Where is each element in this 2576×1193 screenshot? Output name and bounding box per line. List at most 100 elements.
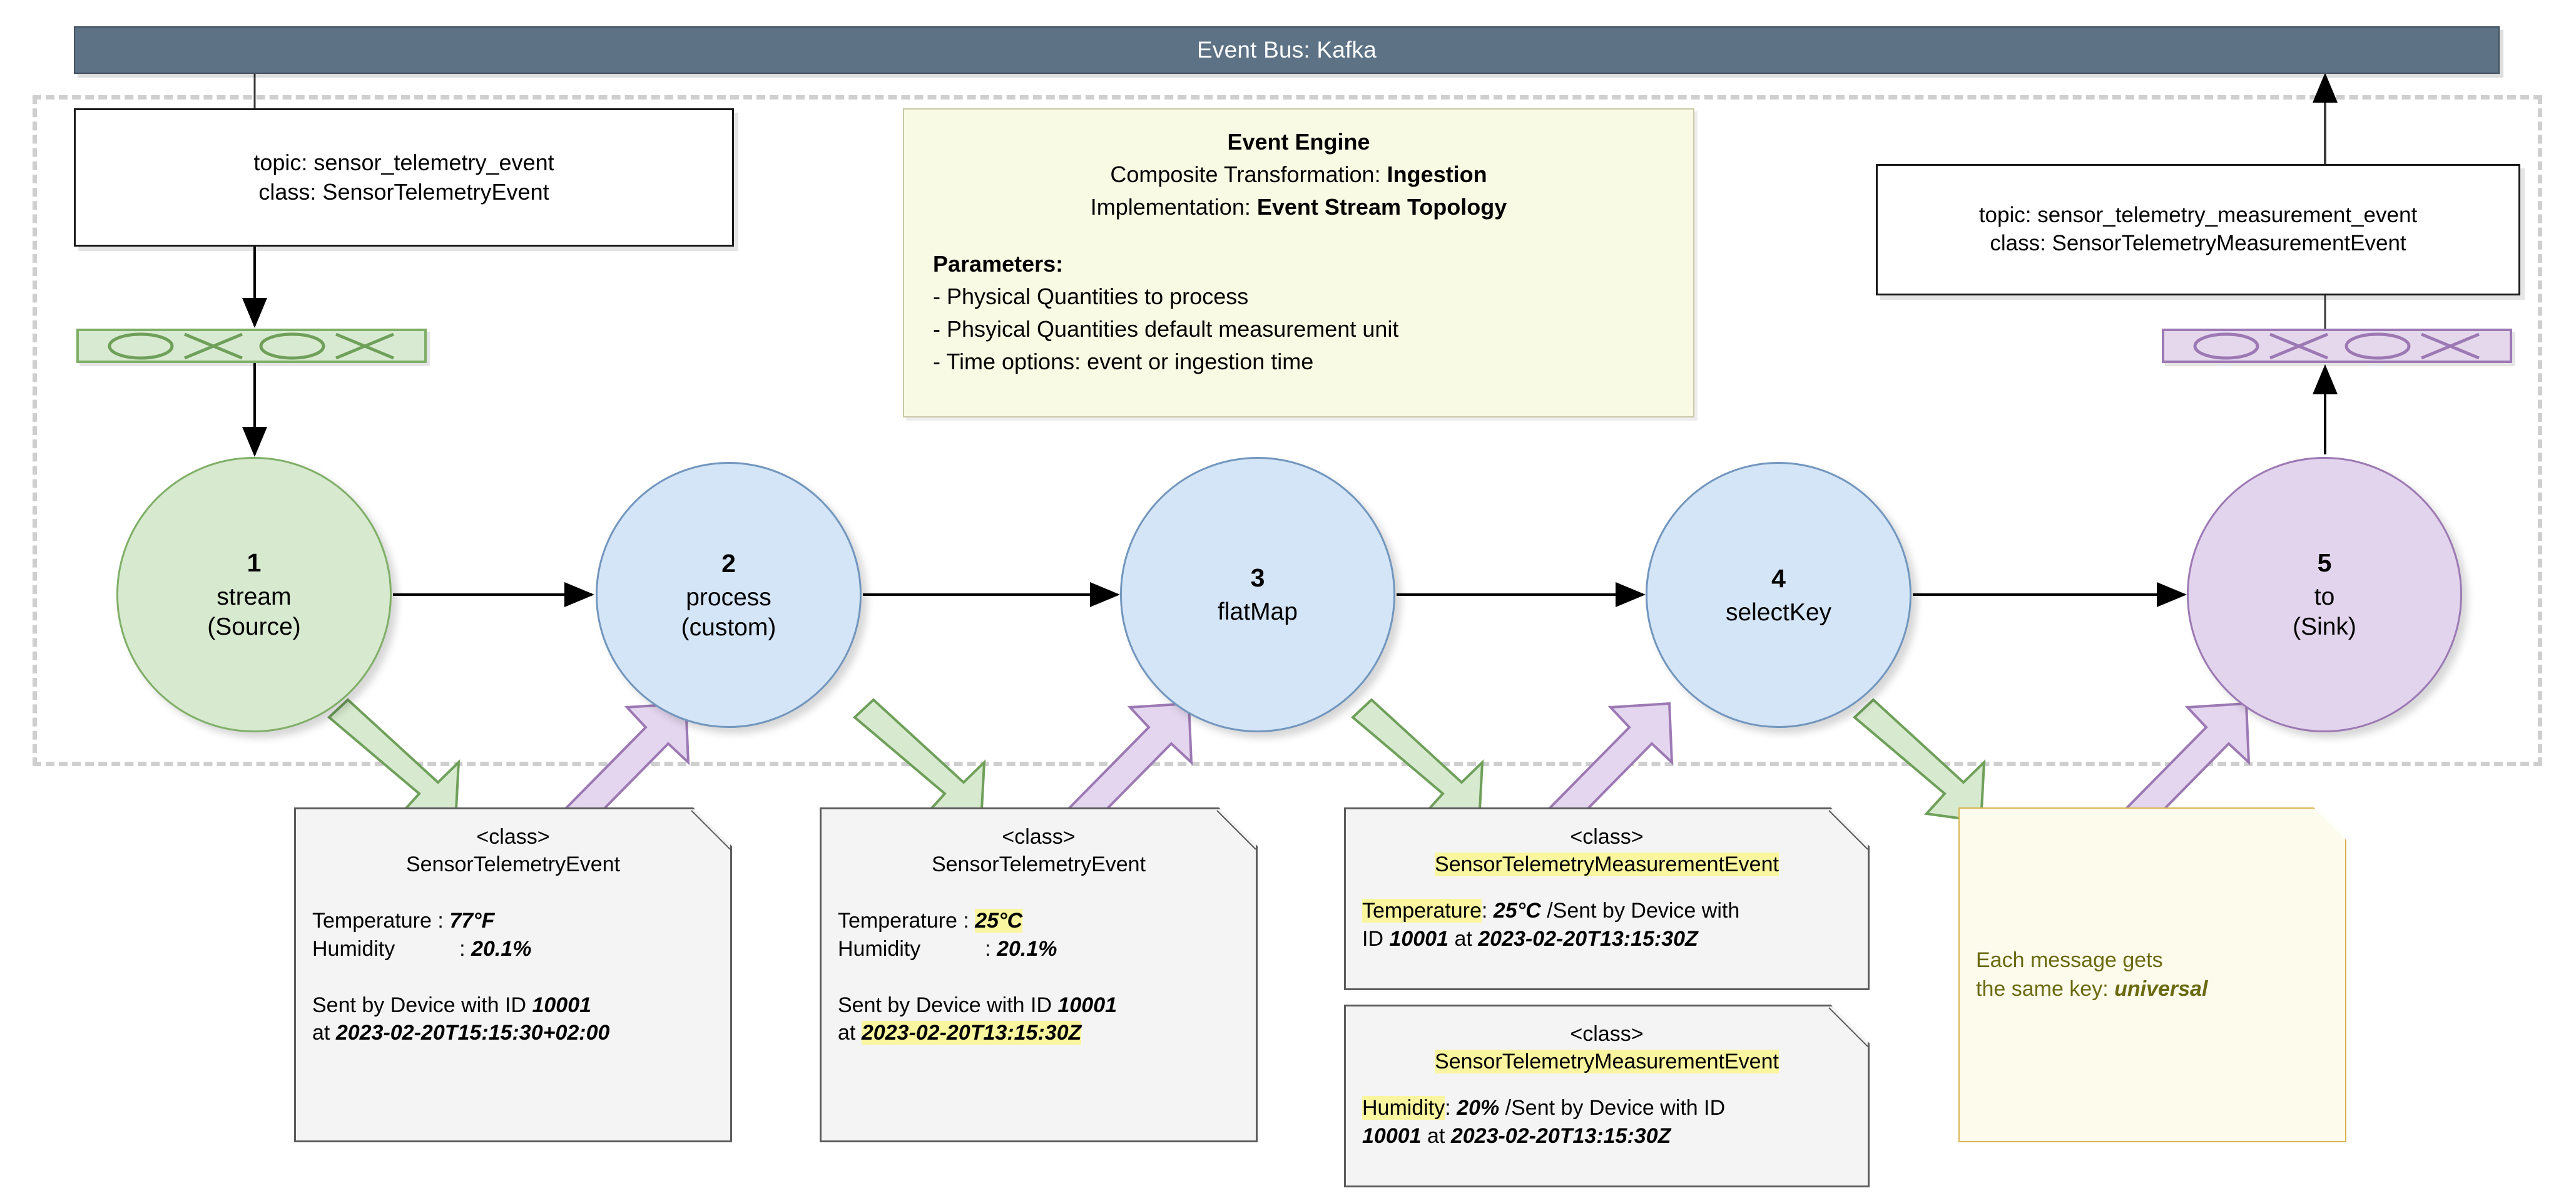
node-flatmap[interactable]: 3 flatMap <box>1120 457 1395 732</box>
message-card-telemetry-fahrenheit[interactable]: <class> SensorTelemetryEvent Temperature… <box>294 807 732 1142</box>
card-sep: : <box>1481 899 1488 923</box>
engine-parameter-item: - Time options: event or ingestion time <box>933 349 1314 375</box>
topology-boundary <box>33 95 2542 766</box>
card-device-id: 10001 <box>1057 993 1117 1017</box>
engine-composite-label: Composite Transformation: <box>1110 161 1381 188</box>
card-humidity-label: Humidity <box>312 936 395 961</box>
card-temperature-label: Temperature : <box>838 909 969 933</box>
card-humidity-row: Humidity : 20.1% <box>312 935 714 963</box>
node-label-primary: selectKey <box>1725 598 1832 626</box>
card-sent-prefix: Sent by Device with <box>1552 899 1740 923</box>
card-class-name: SensorTelemetryMeasurementEvent <box>1435 853 1779 877</box>
card-timestamp: 2023-02-20T15:15:30+02:00 <box>335 1020 610 1045</box>
card-sent-row: Sent by Device with ID 10001 <box>838 991 1240 1019</box>
card-quantity-value: 25°C <box>1493 899 1541 923</box>
engine-composite-row: Composite Transformation: Ingestion <box>933 158 1664 191</box>
partition-glyphs-icon <box>108 332 394 359</box>
node-selectkey[interactable]: 4 selectKey <box>1646 462 1912 728</box>
card-identity-row: ID 10001 at 2023-02-20T13:15:30Z <box>1362 925 1851 953</box>
engine-parameter-item: - Physical Quantities to process <box>933 283 1249 309</box>
card-sent-prefix: Sent by Device with ID <box>838 993 1052 1017</box>
card-stereotype: <class> <box>476 825 550 849</box>
node-label-primary: stream <box>216 583 292 611</box>
card-sent-prefix: Sent by Device with ID <box>1511 1096 1726 1120</box>
topic-box-output[interactable]: topic: sensor_telemetry_measurement_even… <box>1876 164 2520 295</box>
node-number: 4 <box>1771 563 1786 593</box>
topic-name-output: topic: sensor_telemetry_measurement_even… <box>1978 203 2418 228</box>
card-temperature-row: Temperature : 77°F <box>312 907 714 934</box>
node-number: 2 <box>721 548 736 578</box>
card-at-label: at <box>1454 926 1472 951</box>
note-line-2: the same key: universal <box>1976 975 2207 1004</box>
event-engine-box[interactable]: Event Engine Composite Transformation: I… <box>903 108 1694 417</box>
node-label-secondary: (Source) <box>207 613 301 640</box>
event-bus-label: Event Bus: Kafka <box>1196 37 1377 63</box>
card-sep: : <box>1445 1096 1451 1120</box>
card-temperature-row: Temperature : 25°C <box>838 907 1240 934</box>
node-label-secondary: (Sink) <box>2293 613 2356 640</box>
engine-implementation-label: Implementation: <box>1090 194 1251 220</box>
card-humidity-value: 20.1% <box>471 936 532 961</box>
node-process-custom[interactable]: 2 process (custom) <box>596 462 862 728</box>
card-timestamp: 2023-02-20T13:15:30Z <box>861 1020 1082 1045</box>
node-number: 3 <box>1250 563 1265 593</box>
card-stereotype: <class> <box>1002 825 1076 849</box>
engine-implementation-row: Implementation: Event Stream Topology <box>933 191 1664 223</box>
engine-composite-value: Ingestion <box>1387 161 1487 188</box>
card-measurement-row: Humidity: 20% /Sent by Device with ID <box>1362 1094 1851 1122</box>
partition-strip-output[interactable] <box>2162 329 2512 363</box>
note-card-message-key[interactable]: Each message gets the same key: universa… <box>1958 807 2346 1142</box>
card-at-label: at <box>1427 1124 1445 1148</box>
event-bus-bar[interactable]: Event Bus: Kafka <box>74 26 2500 74</box>
node-label-secondary: (custom) <box>681 613 776 641</box>
card-timestamp: 2023-02-20T13:15:30Z <box>1478 926 1698 951</box>
partition-strip-input[interactable] <box>76 329 427 363</box>
note-key-value: universal <box>2114 976 2208 1001</box>
card-device-id: 10001 <box>532 993 592 1017</box>
card-temperature-label: Temperature : <box>312 909 444 933</box>
node-label-primary: flatMap <box>1218 598 1298 626</box>
card-timestamp: 2023-02-20T13:15:30Z <box>1450 1124 1671 1148</box>
card-slash: / <box>1547 899 1553 923</box>
message-card-measurement-temperature[interactable]: <class> SensorTelemetryMeasurementEvent … <box>1344 807 1870 990</box>
topic-class-output: class: SensorTelemetryMeasurementEvent <box>1990 231 2406 255</box>
engine-title: Event Engine <box>1227 129 1370 155</box>
card-class-name: SensorTelemetryEvent <box>931 853 1146 877</box>
card-sent-row: Sent by Device with ID 10001 <box>312 991 714 1019</box>
node-number: 5 <box>2317 548 2332 578</box>
card-humidity-sep: : <box>459 936 466 961</box>
topic-box-input[interactable]: topic: sensor_telemetry_event class: Sen… <box>74 108 734 247</box>
card-humidity-row: Humidity : 20.1% <box>838 935 1240 963</box>
node-number: 1 <box>247 548 262 578</box>
card-stereotype: <class> <box>1570 1022 1644 1046</box>
card-id-word: ID <box>1362 926 1383 951</box>
message-card-telemetry-celsius[interactable]: <class> SensorTelemetryEvent Temperature… <box>820 807 1258 1142</box>
card-timestamp-row: at 2023-02-20T13:15:30Z <box>838 1019 1240 1047</box>
card-humidity-sep: : <box>985 936 991 961</box>
card-quantity-label: Temperature <box>1362 899 1482 923</box>
card-sent-prefix: Sent by Device with ID <box>312 993 527 1017</box>
card-stereotype: <class> <box>1570 825 1644 849</box>
node-label-primary: to <box>2314 583 2335 611</box>
card-measurement-row: Temperature: 25°C /Sent by Device with <box>1362 897 1851 924</box>
card-identity-row: 10001 at 2023-02-20T13:15:30Z <box>1362 1122 1851 1150</box>
node-to-sink[interactable]: 5 to (Sink) <box>2187 457 2462 732</box>
note-key-prefix: the same key: <box>1976 976 2109 1001</box>
topic-class-input: class: SensorTelemetryEvent <box>258 178 549 205</box>
note-line-1: Each message gets <box>1976 948 2163 972</box>
card-humidity-label: Humidity <box>838 936 921 961</box>
card-class-name: SensorTelemetryMeasurementEvent <box>1435 1050 1779 1074</box>
card-at-label: at <box>312 1020 330 1045</box>
card-device-id: 10001 <box>1362 1124 1422 1148</box>
node-stream-source[interactable]: 1 stream (Source) <box>116 457 392 732</box>
card-slash: / <box>1505 1096 1512 1120</box>
card-quantity-value: 20% <box>1457 1096 1500 1120</box>
topic-name-input: topic: sensor_telemetry_event <box>253 150 554 176</box>
message-card-measurement-humidity[interactable]: <class> SensorTelemetryMeasurementEvent … <box>1344 1005 1870 1187</box>
node-label-primary: process <box>686 583 771 611</box>
card-temperature-value: 77°F <box>449 909 495 933</box>
engine-parameter-item: - Phsyical Quantities default measuremen… <box>933 315 1399 342</box>
card-at-label: at <box>838 1020 856 1045</box>
card-humidity-value: 20.1% <box>997 936 1057 961</box>
